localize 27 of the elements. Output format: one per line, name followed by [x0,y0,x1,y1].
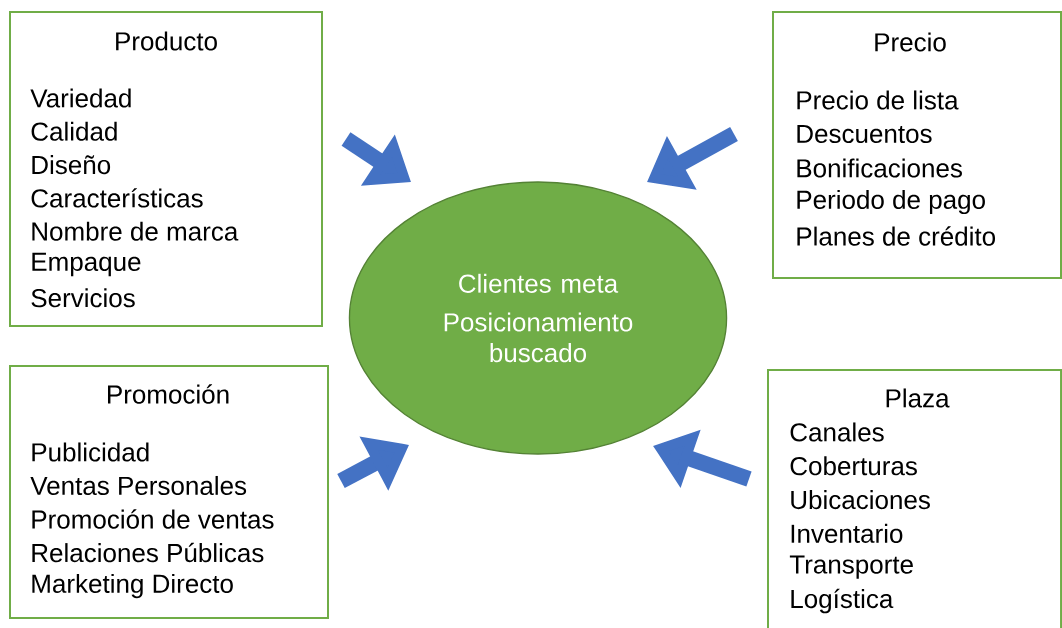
list-item: Empaque [32,252,141,277]
list-item: Nombre de marca [32,221,239,241]
list-item: Promoción de ventas [32,509,274,529]
list-item: Bonificaciones [797,158,962,178]
list-item: Planes de crédito [797,226,996,246]
list-item: Publicidad [32,442,149,462]
list-item: Relaciones Públicas [32,542,264,563]
list-item: Precio de lista [797,90,959,110]
list-item: Diseño [32,155,111,175]
list-item: Coberturas [790,456,917,476]
list-item: Variedad [30,88,131,108]
box-title: Promoción [108,384,229,404]
list-item: Características [31,188,203,208]
list-item: Servicios [31,288,135,308]
list-item: Calidad [31,121,117,141]
list-item: Ventas Personales [30,475,247,496]
list-item: Ubicaciones [791,490,930,510]
list-item: Descuentos [797,124,932,144]
list-item: Canales [790,422,884,442]
box-title: Producto [116,31,217,51]
list-item: Periodo de pago [797,189,985,215]
box-title: Precio [875,32,946,52]
list-item: Inventario [791,523,903,543]
list-item: Marketing Directo [32,573,233,599]
box-title: Plaza [886,388,950,408]
list-item: Transporte [789,555,913,579]
list-item: Logística [791,588,894,614]
